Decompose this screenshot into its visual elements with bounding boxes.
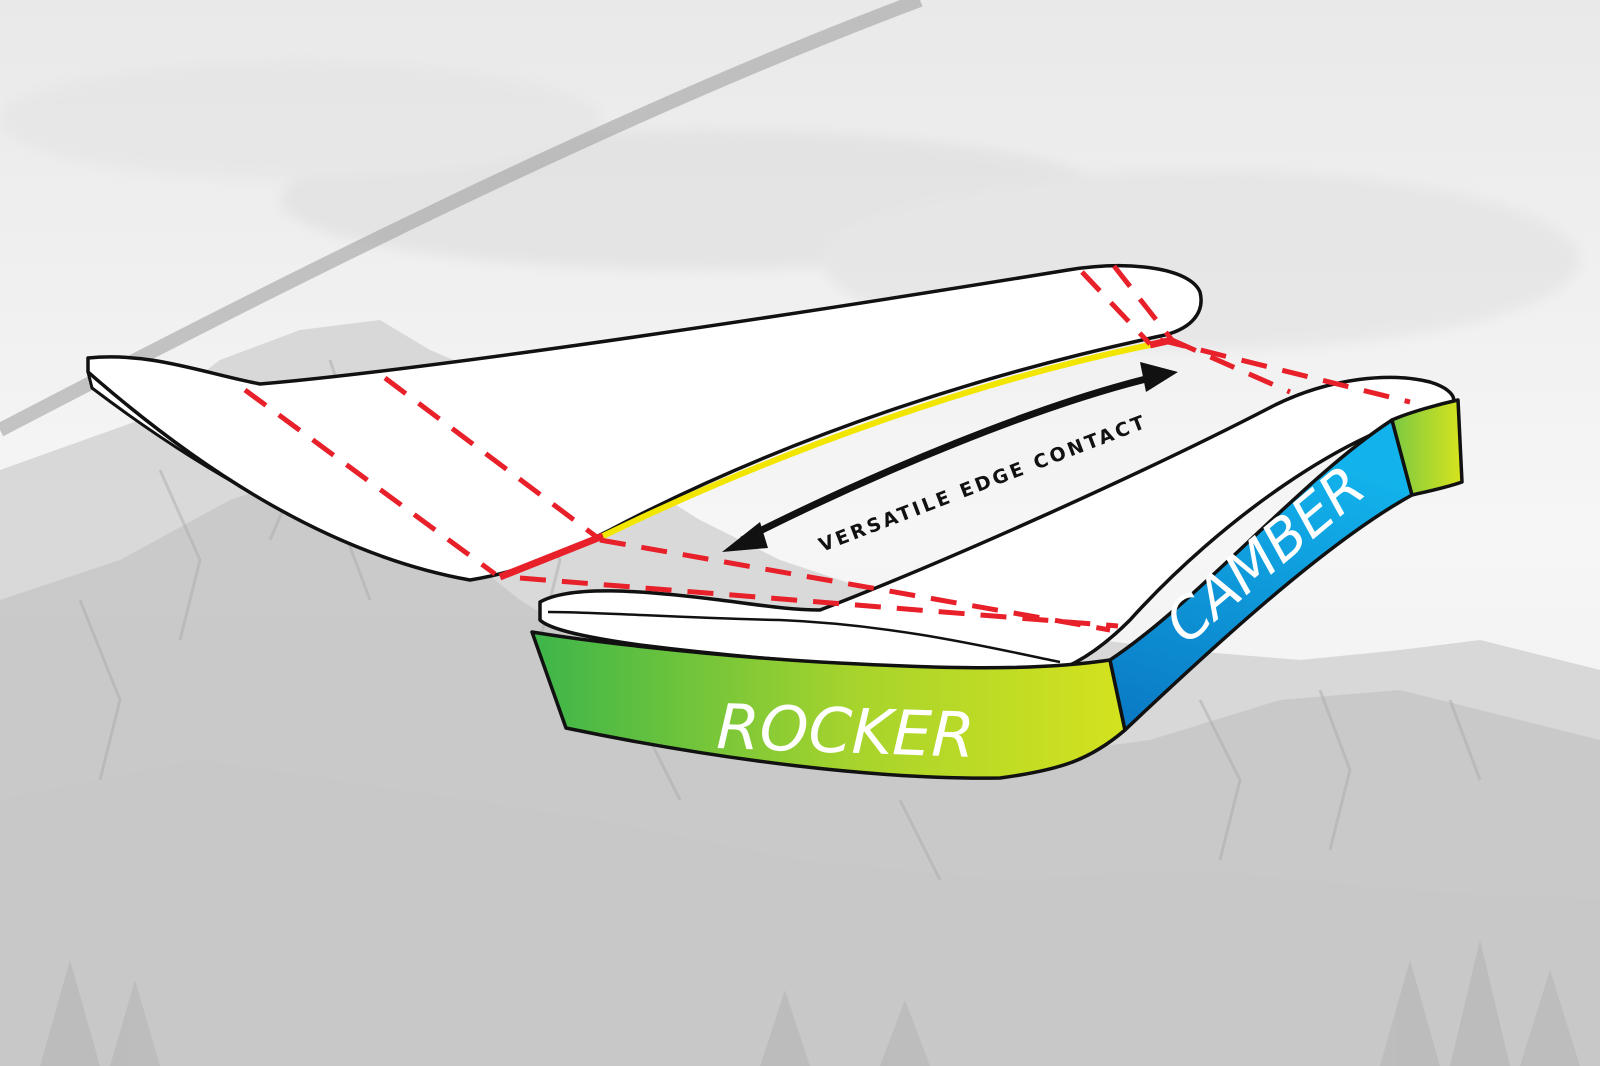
arrowhead-right-icon — [1140, 362, 1178, 392]
upper-ski-top-surface — [86, 264, 1203, 582]
rocker-label: ROCKER — [715, 690, 975, 772]
dashed-guide-lines — [243, 264, 1411, 633]
lower-ski — [530, 375, 1464, 780]
upper-ski — [86, 264, 1203, 582]
edge-contact-arrow — [722, 362, 1178, 552]
edge-contact-highlight — [601, 342, 1151, 539]
contact-point-rear — [498, 532, 605, 581]
tail-tip-band — [1390, 398, 1464, 497]
arrowhead-left-icon — [722, 522, 768, 552]
